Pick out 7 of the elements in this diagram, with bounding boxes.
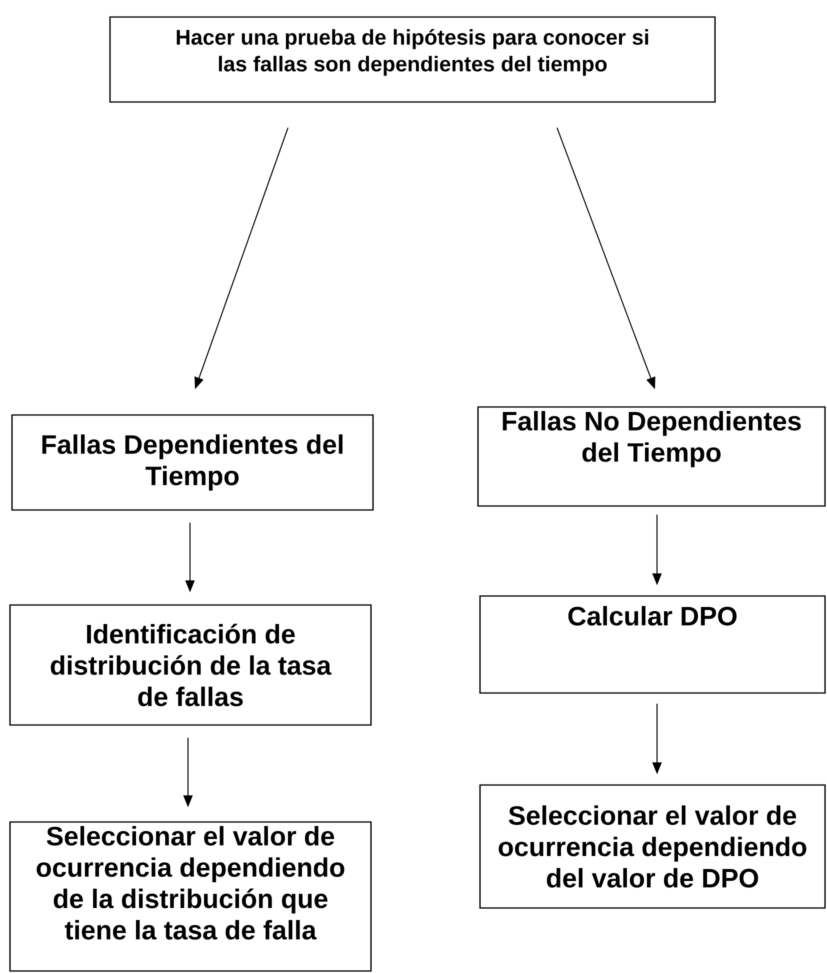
process-box: Seleccionar el valor de ocurrencia dependiendo del valor de DPO — [479, 784, 826, 909]
process-box: Identificación de distribución de la tasa de fallas — [9, 604, 372, 726]
process-box: Fallas Dependientes del Tiempo — [11, 414, 374, 511]
process-box: Hacer una prueba de hipótesis para conocer si las fallas son dependientes del tiempo — [109, 16, 716, 103]
process-box: Fallas No Dependientes del Tiempo — [477, 406, 826, 507]
process-box: Seleccionar el valor de ocurrencia dependiendo de la distribución que tiene la tasa de falla — [9, 821, 372, 972]
process-box: Calcular DPO — [479, 595, 826, 694]
